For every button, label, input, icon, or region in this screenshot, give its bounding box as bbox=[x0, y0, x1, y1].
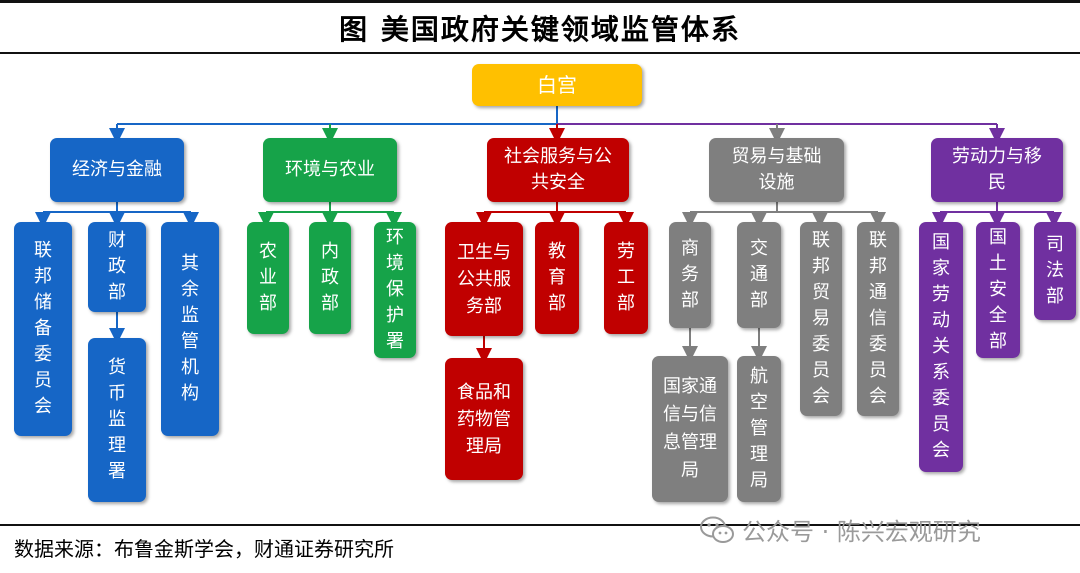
environment-connectors bbox=[258, 202, 402, 228]
bottom-rule bbox=[0, 524, 1080, 526]
watermark-text: 公众号 · 陈兴宏观研究 bbox=[742, 518, 981, 546]
agency-interior: 内政部 bbox=[309, 222, 351, 334]
agency-federal-reserve: 联邦储备委员会 bbox=[14, 222, 72, 436]
agency-justice: 司法部 bbox=[1034, 222, 1076, 320]
social-connectors bbox=[476, 202, 634, 364]
agency-fda: 食品和药物管理局 bbox=[445, 358, 523, 480]
group-environment-agriculture: 环境与农业 bbox=[263, 138, 397, 202]
root-connectors bbox=[109, 106, 1005, 144]
source-note: 数据来源：布鲁金斯学会，财通证券研究所 bbox=[14, 537, 394, 561]
agency-treasury: 财政部 bbox=[88, 222, 146, 312]
agency-labor: 劳工部 bbox=[604, 222, 648, 334]
agency-fcc: 联邦通信委员会 bbox=[857, 222, 899, 416]
agency-other-regulators: 其余监管机构 bbox=[161, 222, 219, 436]
root-node-white-house: 白宫 bbox=[472, 64, 642, 106]
group-social-services-security: 社会服务与公共安全 bbox=[487, 138, 629, 202]
group-economy-finance: 经济与金融 bbox=[50, 138, 184, 202]
agency-education: 教育部 bbox=[535, 222, 579, 334]
labor-connectors bbox=[932, 202, 1062, 228]
title-rule bbox=[0, 52, 1080, 54]
agency-dhs: 国土安全部 bbox=[976, 222, 1020, 358]
agency-nlrb: 国家劳动关系委员会 bbox=[919, 222, 963, 472]
agency-commerce: 商务部 bbox=[669, 222, 711, 328]
agency-faa: 航空管理局 bbox=[737, 356, 781, 502]
agency-ftc: 联邦贸易委员会 bbox=[800, 222, 842, 416]
group-labor-immigration: 劳动力与移民 bbox=[931, 138, 1063, 202]
group-trade-infrastructure: 贸易与基础设施 bbox=[709, 138, 844, 202]
page-title: 图 美国政府关键领域监管体系 bbox=[339, 13, 741, 46]
agency-occ: 货币监理署 bbox=[88, 338, 146, 502]
wechat-icon bbox=[700, 516, 734, 544]
trade-connectors bbox=[682, 202, 886, 362]
economy-connectors bbox=[35, 202, 199, 344]
top-rule bbox=[0, 0, 1080, 3]
agency-transportation: 交通部 bbox=[737, 222, 781, 328]
agency-hhs: 卫生与公共服务部 bbox=[445, 222, 523, 336]
watermark: 公众号 · 陈兴宏观研究 bbox=[700, 512, 981, 547]
agency-agriculture: 农业部 bbox=[247, 222, 289, 334]
agency-epa: 环境保护署 bbox=[374, 222, 416, 358]
agency-ntia: 国家通信与信息管理局 bbox=[652, 356, 728, 502]
